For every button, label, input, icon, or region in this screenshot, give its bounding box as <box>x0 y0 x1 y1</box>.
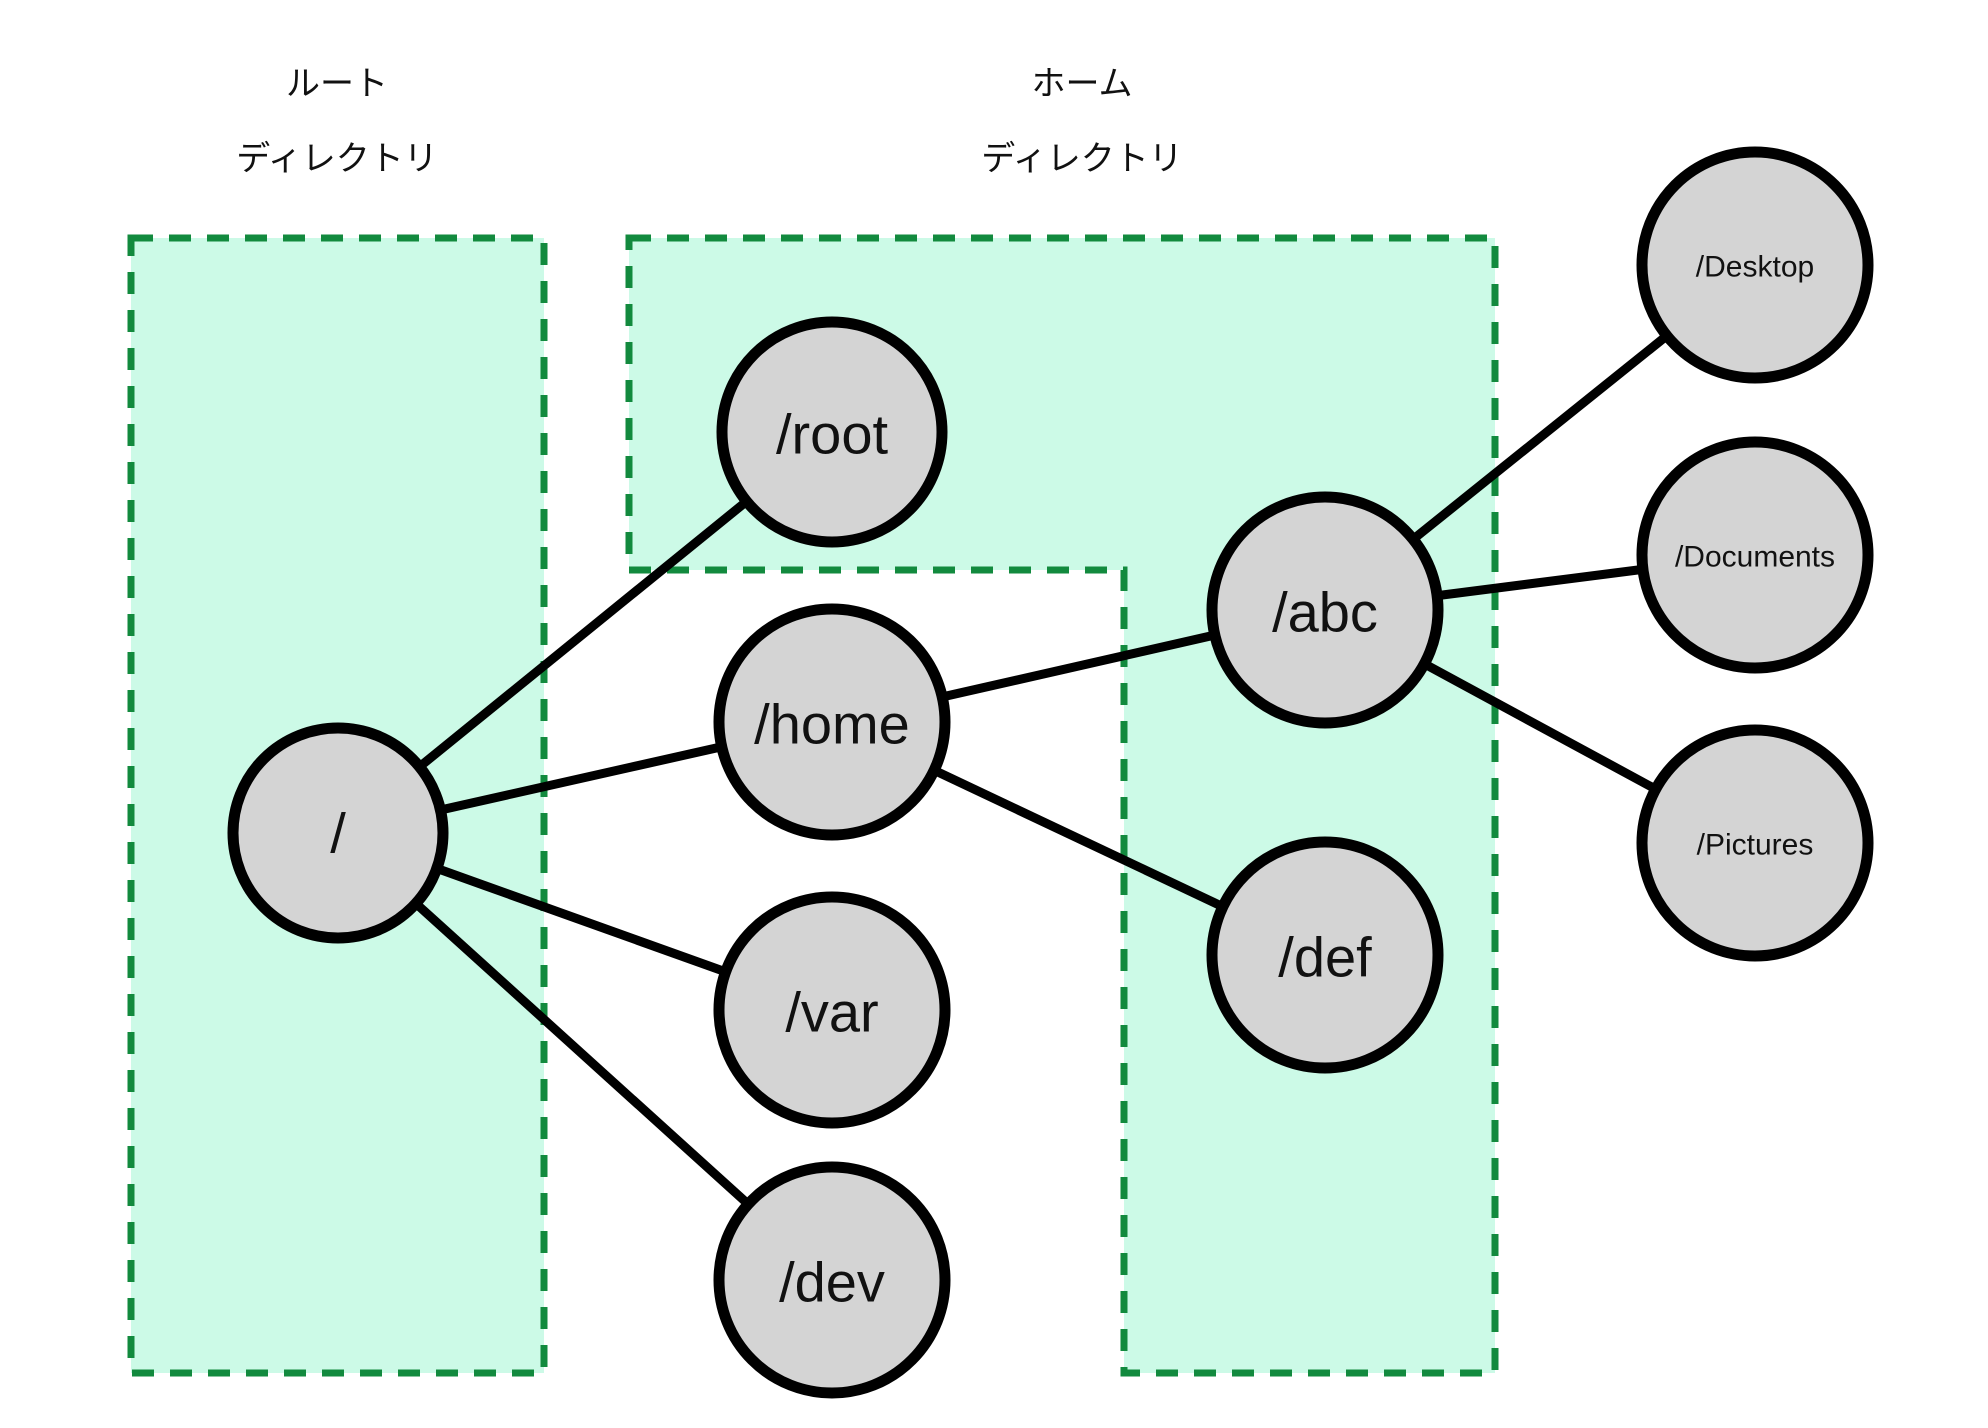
region-label-home-line2: ディレクトリ <box>981 139 1183 179</box>
node-root-label: / <box>330 802 346 865</box>
node-root-dir[interactable]: /root <box>716 316 948 548</box>
node-desktop[interactable]: /Desktop <box>1636 146 1874 384</box>
node-documents[interactable]: /Documents <box>1636 436 1874 674</box>
node-pictures-circle[interactable] <box>1636 724 1874 962</box>
node-root-circle[interactable] <box>227 722 449 944</box>
node-pictures[interactable]: /Pictures <box>1636 724 1874 962</box>
node-home-label: /home <box>754 693 910 756</box>
node-def-circle[interactable] <box>1206 836 1444 1074</box>
node-abc-circle[interactable] <box>1206 491 1444 729</box>
node-pictures-label: /Pictures <box>1697 829 1814 862</box>
node-documents-label: /Documents <box>1675 541 1835 574</box>
region-label-root-line2: ディレクトリ <box>236 139 438 179</box>
node-root-dir-circle[interactable] <box>716 316 948 548</box>
region-label-home-line1: ホーム <box>1032 64 1133 104</box>
node-home-circle[interactable] <box>713 603 951 841</box>
node-def[interactable]: /def <box>1206 836 1444 1074</box>
node-dev-circle[interactable] <box>713 1161 951 1399</box>
node-desktop-label: /Desktop <box>1696 251 1814 284</box>
node-var-circle[interactable] <box>713 891 951 1129</box>
node-def-label: /def <box>1278 926 1372 989</box>
node-dev[interactable]: /dev <box>713 1161 951 1399</box>
node-abc[interactable]: /abc <box>1206 491 1444 729</box>
node-root-dir-label: /root <box>776 403 888 466</box>
node-documents-circle[interactable] <box>1636 436 1874 674</box>
node-desktop-circle[interactable] <box>1636 146 1874 384</box>
region-label-root-line1: ルート <box>286 64 388 104</box>
node-dev-label: /dev <box>779 1251 885 1314</box>
node-var[interactable]: /var <box>713 891 951 1129</box>
node-var-label: /var <box>785 981 878 1044</box>
node-root[interactable]: / <box>227 722 449 944</box>
node-abc-label: /abc <box>1272 581 1378 644</box>
node-home[interactable]: /home <box>713 603 951 841</box>
